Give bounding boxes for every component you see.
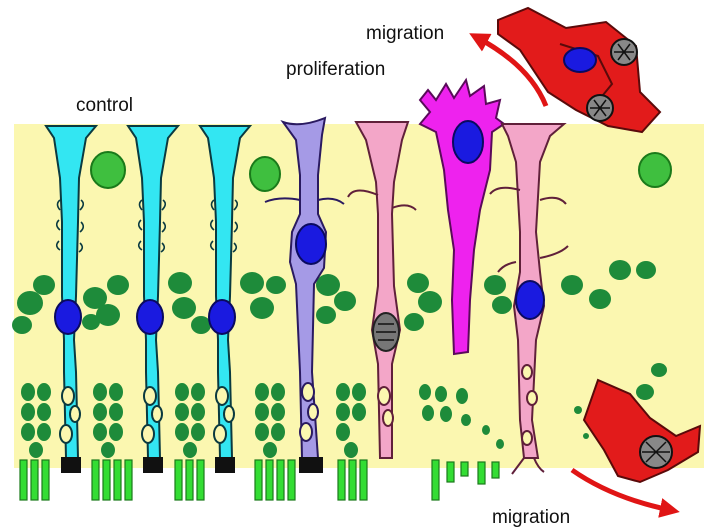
label-migration-bottom: migration	[492, 508, 570, 527]
label-migration-top: migration	[366, 24, 444, 43]
label-proliferation: proliferation	[286, 60, 385, 79]
label-control: control	[76, 96, 133, 115]
